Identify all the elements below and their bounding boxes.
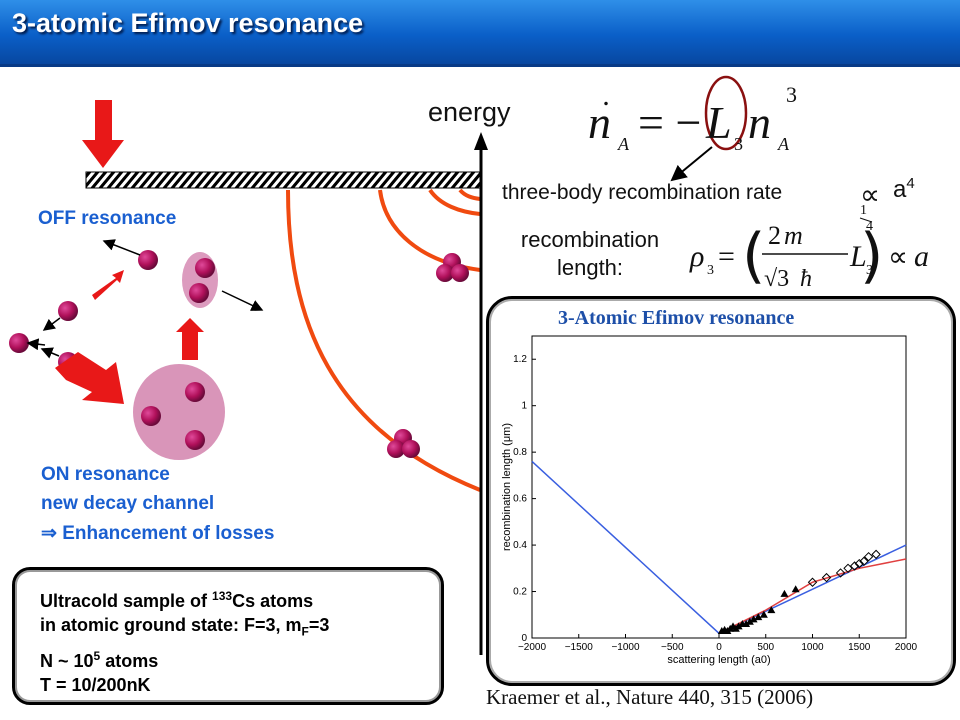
svg-text:3: 3 [866, 263, 873, 278]
data-point-open [854, 558, 864, 569]
fit-line [531, 460, 907, 635]
svg-text:2: 2 [768, 221, 781, 250]
svg-text:3: 3 [786, 82, 797, 107]
svg-text:√3: √3 [764, 266, 789, 292]
svg-text:): ) [860, 221, 883, 291]
y-tick-label: 1 [521, 401, 527, 412]
slide-title: 3-atomic Efimov resonance [12, 8, 364, 38]
citation: Kraemer et al., Nature 440, 315 (2006) [486, 685, 814, 709]
svg-text:L: L [705, 97, 732, 148]
reaction-arrow-icon [92, 270, 124, 300]
off-atoms [9, 239, 264, 372]
l3-highlight-ellipse [704, 75, 748, 151]
svg-text:L: L [849, 240, 867, 273]
l3-pointer-arrow [670, 146, 713, 182]
x-axis-label: scattering length (a0) [667, 654, 770, 666]
data-point-open [807, 577, 818, 587]
data-point-open [859, 556, 869, 567]
x-tick-label: −2000 [518, 642, 547, 653]
sample-info-text: Ultracold sample of 133Cs atoms in atomi… [40, 584, 329, 697]
implies-icon: ⇒ [41, 523, 63, 544]
trimer-blob [133, 364, 225, 460]
rate-equation-formula: n . A = − L 3 n A 3 [588, 79, 797, 154]
data-point-filled [749, 615, 758, 623]
incoming-arrow-icon [82, 100, 124, 168]
dimer-arrow-icon [176, 318, 204, 360]
y-tick-label: 0.2 [513, 587, 527, 598]
info-line-3: N ~ 105 atoms [40, 648, 159, 671]
data-point-open [871, 549, 881, 560]
title-bar: 3-atomic Efimov resonance [0, 0, 960, 67]
theory-curve [718, 558, 907, 635]
data-point-open [843, 563, 853, 574]
plot-frame [531, 335, 907, 639]
decay-channel-label: new decay channel [41, 493, 215, 514]
data-point-filled [759, 610, 768, 618]
y-tick-label: 0 [521, 633, 527, 644]
trimer-cluster-lower [387, 429, 420, 458]
recombination-length-label: recombination length: [520, 227, 660, 280]
data-point-open [835, 568, 846, 578]
data-point-open [849, 561, 860, 571]
svg-text:=: = [718, 240, 735, 273]
svg-text:ρ: ρ [689, 240, 704, 273]
svg-text:.: . [603, 79, 611, 112]
enhancement-label: ⇒ Enhancement of losses [41, 523, 275, 544]
off-resonance-label: OFF resonance [38, 208, 177, 229]
y-tick-label: 0.4 [513, 540, 527, 551]
data-point-filled [734, 622, 743, 630]
data-point-filled [780, 589, 789, 597]
a4-label: a4 [893, 175, 915, 203]
svg-text:(: ( [742, 221, 765, 291]
info-line-4: T = 10/200nK [40, 674, 151, 695]
y-tick-label: 0.6 [513, 494, 527, 505]
data-point-open [821, 572, 832, 583]
chart-title: 3-Atomic Efimov resonance [558, 307, 795, 329]
svg-text:A: A [617, 134, 630, 154]
three-body-label: three-body recombination rate [502, 181, 783, 204]
trimer-arrow-icon [55, 352, 124, 404]
data-point-filled [791, 585, 800, 593]
data-point-filled [767, 606, 776, 614]
svg-text:∝: ∝ [888, 240, 908, 273]
energy-axis-label: energy [428, 97, 511, 127]
svg-text:n: n [588, 97, 611, 148]
x-tick-label: −1500 [565, 642, 594, 653]
info-line-2: in atomic ground state: F=3, mF=3 [40, 615, 330, 639]
data-point-filled [742, 620, 751, 628]
x-tick-label: −1000 [611, 642, 640, 653]
svg-text:4: 4 [866, 219, 873, 234]
svg-text:a: a [914, 240, 929, 273]
svg-text:A: A [777, 134, 790, 154]
svg-text:n: n [748, 97, 771, 148]
svg-text:m: m [784, 221, 803, 250]
y-axis-label: recombination length (μm) [501, 423, 513, 551]
svg-text:ħ: ħ [800, 266, 812, 292]
x-tick-label: −500 [661, 642, 684, 653]
svg-text:1: 1 [860, 203, 867, 218]
proportional-symbol-icon: ∝ [860, 178, 880, 211]
sample-info-box [12, 567, 444, 705]
info-line-1: Ultracold sample of 133Cs atoms [40, 589, 314, 611]
x-tick-label: 1500 [848, 642, 871, 653]
trimer-cluster-upper [436, 253, 469, 282]
x-tick-label: 1000 [801, 642, 824, 653]
x-tick-label: 0 [716, 642, 722, 653]
data-point-filled [745, 617, 754, 625]
x-tick-label: 500 [757, 642, 774, 653]
data-point-open [863, 551, 874, 562]
svg-text:3: 3 [734, 134, 743, 154]
y-tick-label: 0.8 [513, 447, 527, 458]
energy-axis-arrow-icon [474, 132, 488, 150]
x-tick-label: 2000 [895, 642, 918, 653]
data-point-filled [754, 613, 763, 621]
y-tick-label: 1.2 [513, 354, 527, 365]
on-resonance-label: ON resonance [41, 464, 170, 485]
svg-text:3: 3 [707, 263, 714, 278]
svg-text:= −: = − [638, 97, 701, 148]
